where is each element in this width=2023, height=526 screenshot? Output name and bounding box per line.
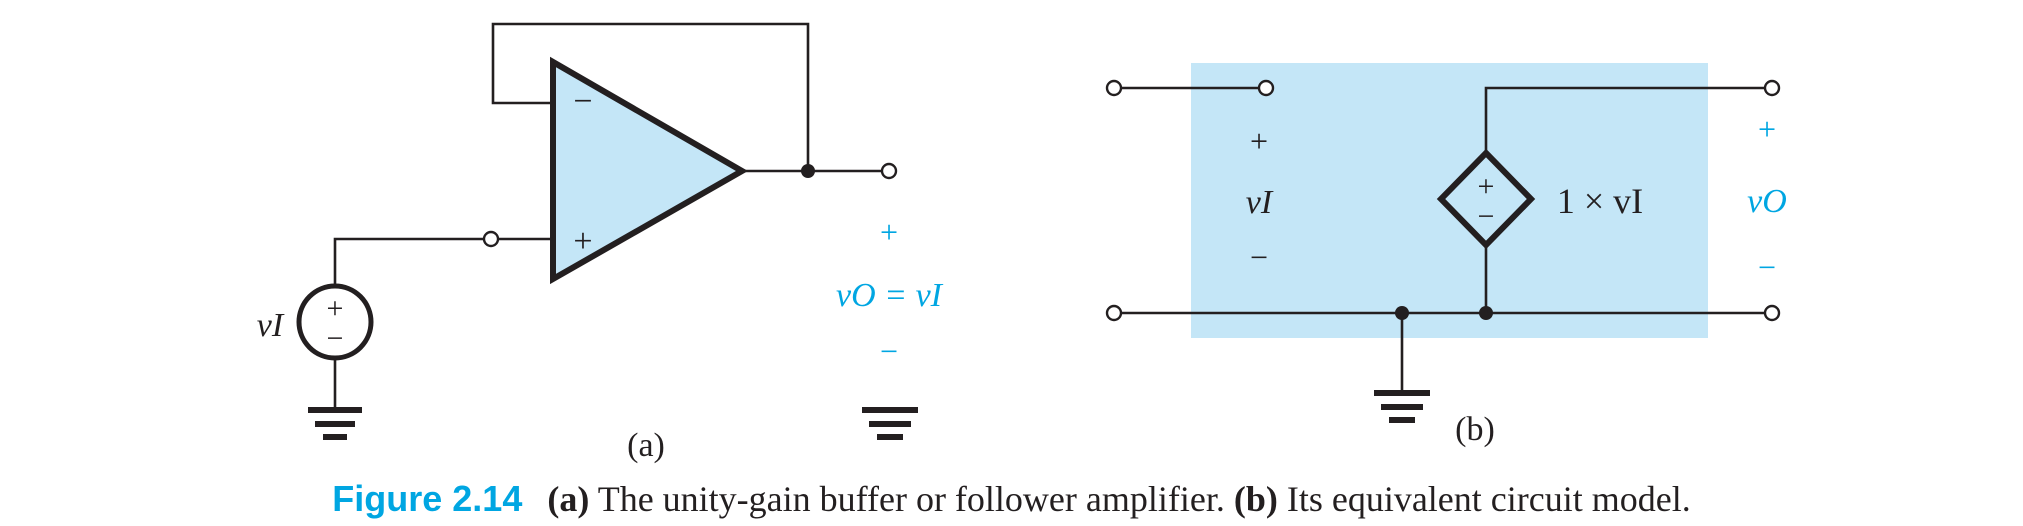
output-top-wire-b: [1484, 86, 1765, 153]
caption-b-text: Its equivalent circuit model.: [1286, 479, 1691, 519]
caption-a-text: The unity-gain buffer or follower amplif…: [597, 479, 1225, 519]
op-amp-minus-sign: −: [573, 83, 592, 120]
output-plus-b: +: [1758, 111, 1776, 147]
figure-label: Figure 2.14: [332, 478, 523, 519]
input-minus-b: −: [1250, 239, 1268, 275]
op-amp-plus-sign: +: [573, 223, 592, 260]
ground-icon: [862, 407, 918, 440]
ground-icon: [308, 407, 362, 440]
input-terminal-a: [482, 230, 500, 248]
output-plus-a: +: [880, 214, 898, 250]
dep-source-plus: +: [1478, 170, 1495, 203]
feedback-wire: [491, 22, 810, 171]
output-terminal-a: [880, 162, 898, 180]
caption-a-tag: (a): [547, 479, 590, 519]
ground-icon: [1374, 390, 1430, 423]
source-plus-sign: +: [327, 292, 344, 325]
input-label-b: vI: [1246, 184, 1274, 221]
output-minus-a: −: [880, 333, 898, 369]
input-terminal-b-bottom-left: [1105, 304, 1123, 322]
op-amp-triangle: [550, 56, 749, 285]
output-label-a: vO = vI: [836, 277, 944, 314]
circuit-a: − + + − vI + vO = vI − (a): [257, 22, 944, 464]
input-plus-b: +: [1250, 123, 1268, 159]
gain-label: 1 × vI: [1557, 181, 1643, 221]
source-label-vI: vI: [257, 307, 285, 344]
output-label-b: vO: [1747, 183, 1787, 220]
output-minus-b: −: [1758, 249, 1776, 285]
model-shaded-region: [1191, 63, 1708, 338]
caption-b-tag: (b): [1233, 479, 1278, 519]
input-wire-a: [333, 237, 485, 286]
circuit-b: + − 1 × vI + vI − + vO − (b): [1105, 63, 1787, 448]
source-minus-sign: −: [327, 322, 344, 355]
sublabel-b: (b): [1455, 411, 1495, 448]
figure-caption: Figure 2.14 (a) The unity-gain buffer or…: [0, 478, 2023, 520]
sublabel-a: (a): [627, 427, 665, 464]
output-terminal-b-bottom: [1763, 304, 1781, 322]
output-junction-dot: [801, 164, 815, 178]
output-terminal-b-top: [1763, 79, 1781, 97]
input-terminal-b-top-left: [1105, 79, 1123, 97]
input-terminal-b-top-right: [1257, 79, 1275, 97]
dep-source-minus: −: [1478, 200, 1495, 233]
